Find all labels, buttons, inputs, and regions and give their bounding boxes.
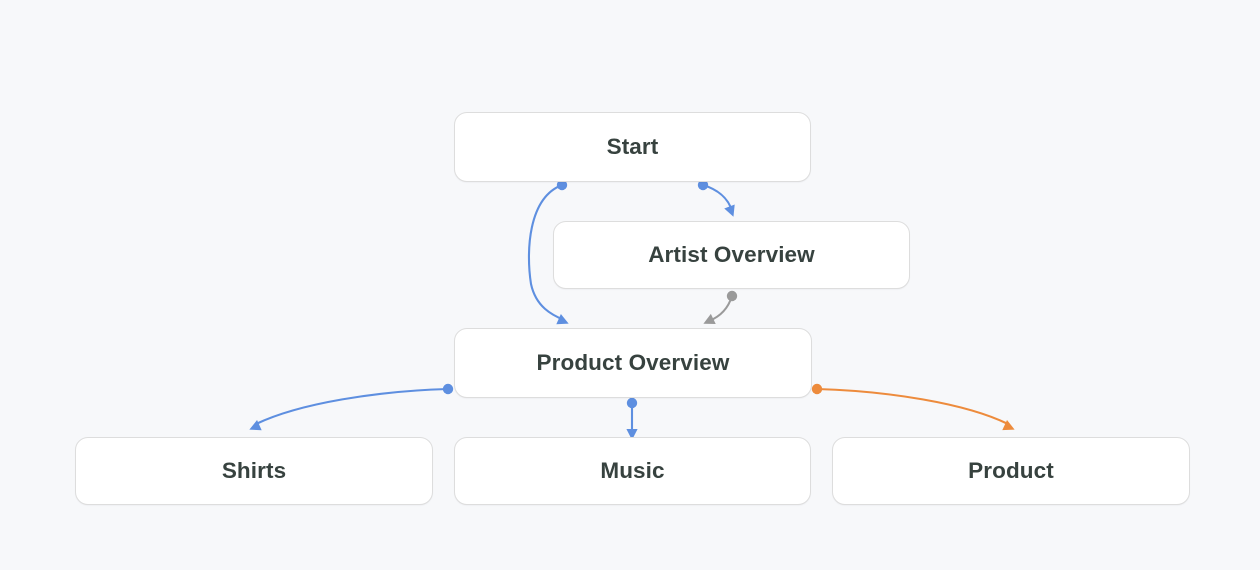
edge-source-dot — [626, 397, 638, 409]
edge-source-dot — [442, 383, 454, 395]
node-music-label: Music — [600, 458, 665, 483]
node-product-label: Product — [968, 458, 1054, 483]
edge-product-overview-to-shirts — [249, 383, 454, 431]
node-start-label: Start — [606, 134, 659, 159]
edge-line — [701, 183, 734, 213]
edge-arrowhead — [1002, 419, 1015, 431]
edge-start-to-artist-overview — [697, 179, 735, 217]
edge-line — [707, 294, 734, 323]
edge-artist-overview-to-product-overview — [703, 290, 738, 324]
node-start[interactable]: Start — [454, 112, 811, 182]
edge-arrowhead — [703, 313, 716, 324]
edge-line — [254, 387, 450, 426]
edge-line — [815, 387, 1010, 426]
edge-product-overview-to-product — [811, 383, 1015, 431]
edge-arrowhead — [724, 204, 735, 217]
node-music[interactable]: Music — [454, 437, 811, 505]
node-product-overview[interactable]: Product Overview — [454, 328, 812, 398]
node-shirts-label: Shirts — [221, 458, 287, 483]
edge-arrowhead — [556, 314, 569, 325]
edge-arrowhead — [249, 420, 262, 431]
node-shirts[interactable]: Shirts — [75, 437, 433, 505]
node-product[interactable]: Product — [832, 437, 1190, 505]
node-artist-overview-label: Artist Overview — [648, 242, 815, 267]
edge-source-dot — [811, 383, 823, 395]
node-artist-overview[interactable]: Artist Overview — [553, 221, 910, 289]
edge-source-dot — [726, 290, 738, 302]
node-product-overview-label: Product Overview — [536, 350, 730, 375]
edge-product-overview-to-music — [626, 397, 638, 440]
